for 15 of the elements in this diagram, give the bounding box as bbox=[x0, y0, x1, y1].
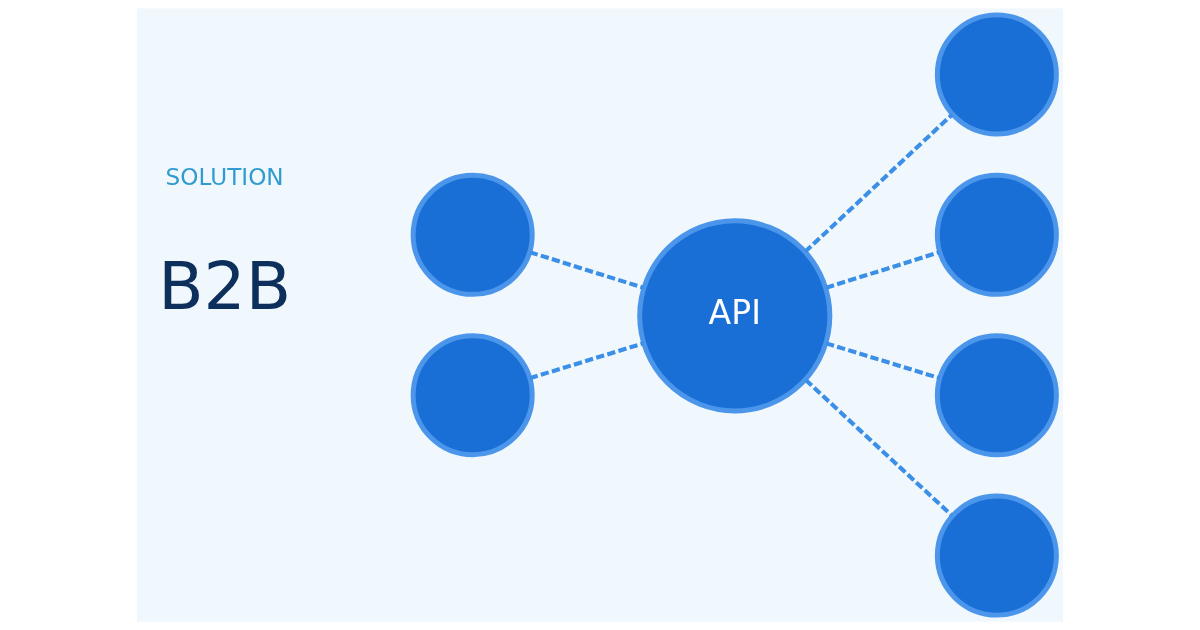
node-circle bbox=[934, 12, 1059, 137]
label: SOLUTION bbox=[165, 163, 284, 190]
connector bbox=[529, 250, 645, 290]
node-circle bbox=[934, 172, 1059, 297]
node-circle bbox=[410, 172, 535, 297]
connector bbox=[804, 378, 954, 517]
connector bbox=[825, 250, 941, 290]
connector bbox=[825, 341, 941, 381]
node-circle bbox=[934, 333, 1059, 458]
node-circle bbox=[934, 493, 1059, 618]
node-circle: API bbox=[637, 218, 833, 414]
label: B2B bbox=[158, 248, 292, 326]
connector bbox=[803, 113, 954, 254]
connector bbox=[529, 341, 645, 381]
node-circle bbox=[410, 333, 535, 458]
